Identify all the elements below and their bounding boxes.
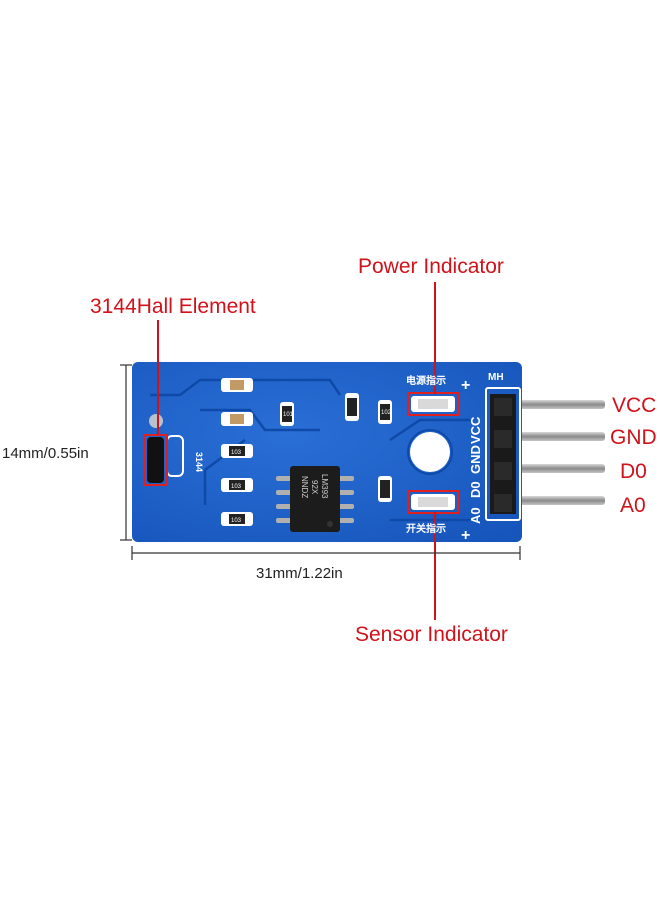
chip-marking-2: 92X [310,480,319,495]
height-dimension: 14mm/0.55in [2,445,89,462]
sensor-led [407,490,459,514]
hall-solder-pad [149,414,163,428]
pin-header-block [485,387,521,521]
silkscreen: MH 电源指示 + 开关指示 + A0 D0 GND VCC 3144 103 … [194,372,504,544]
silk-power-text: 电源指示 [406,374,446,387]
gnd-label: GND [610,426,657,449]
silk-pin-gnd: GND [468,445,483,474]
chip-marking-1: LM393 [320,474,329,499]
silk-res-2: 103 [231,484,242,490]
smd-components [221,378,392,526]
chip-marking-3: NNDZ [300,476,309,498]
silk-plus-bottom: + [461,527,470,544]
silk-pin-a0: A0 [468,507,483,524]
dimension-lines [120,364,521,560]
pin-d0 [505,464,605,473]
vcc-label: VCC [612,394,657,417]
silk-res-4: 101 [283,412,294,418]
sensor-indicator-label: Sensor Indicator [355,623,508,646]
pin-a0 [505,496,605,505]
power-led [407,392,459,416]
silk-pin-d0: D0 [468,481,483,498]
silk-switch-text: 开关指示 [406,522,446,535]
a0-label: A0 [620,494,646,517]
silk-hall-marking: 3144 [194,452,204,472]
silk-res-1: 103 [231,450,242,456]
width-dimension: 31mm/1.22in [256,565,343,582]
silk-header-mh: MH [488,372,504,383]
pin-gnd [505,432,605,441]
silk-res-5: 102 [381,410,392,416]
d0-label: D0 [620,460,647,483]
silk-pin-vcc: VCC [468,416,483,444]
pin-vcc [505,400,605,409]
hall-element [143,434,168,486]
lm393-chip [276,466,354,532]
silk-plus-top: + [461,377,470,394]
hall-element-label: 3144Hall Element [90,295,256,318]
mounting-hole [410,432,450,472]
callout-lines [157,282,436,620]
hall-highlight-box [143,434,168,486]
header-pins [505,400,605,505]
power-indicator-label: Power Indicator [358,255,504,278]
silk-res-3: 103 [231,518,242,524]
